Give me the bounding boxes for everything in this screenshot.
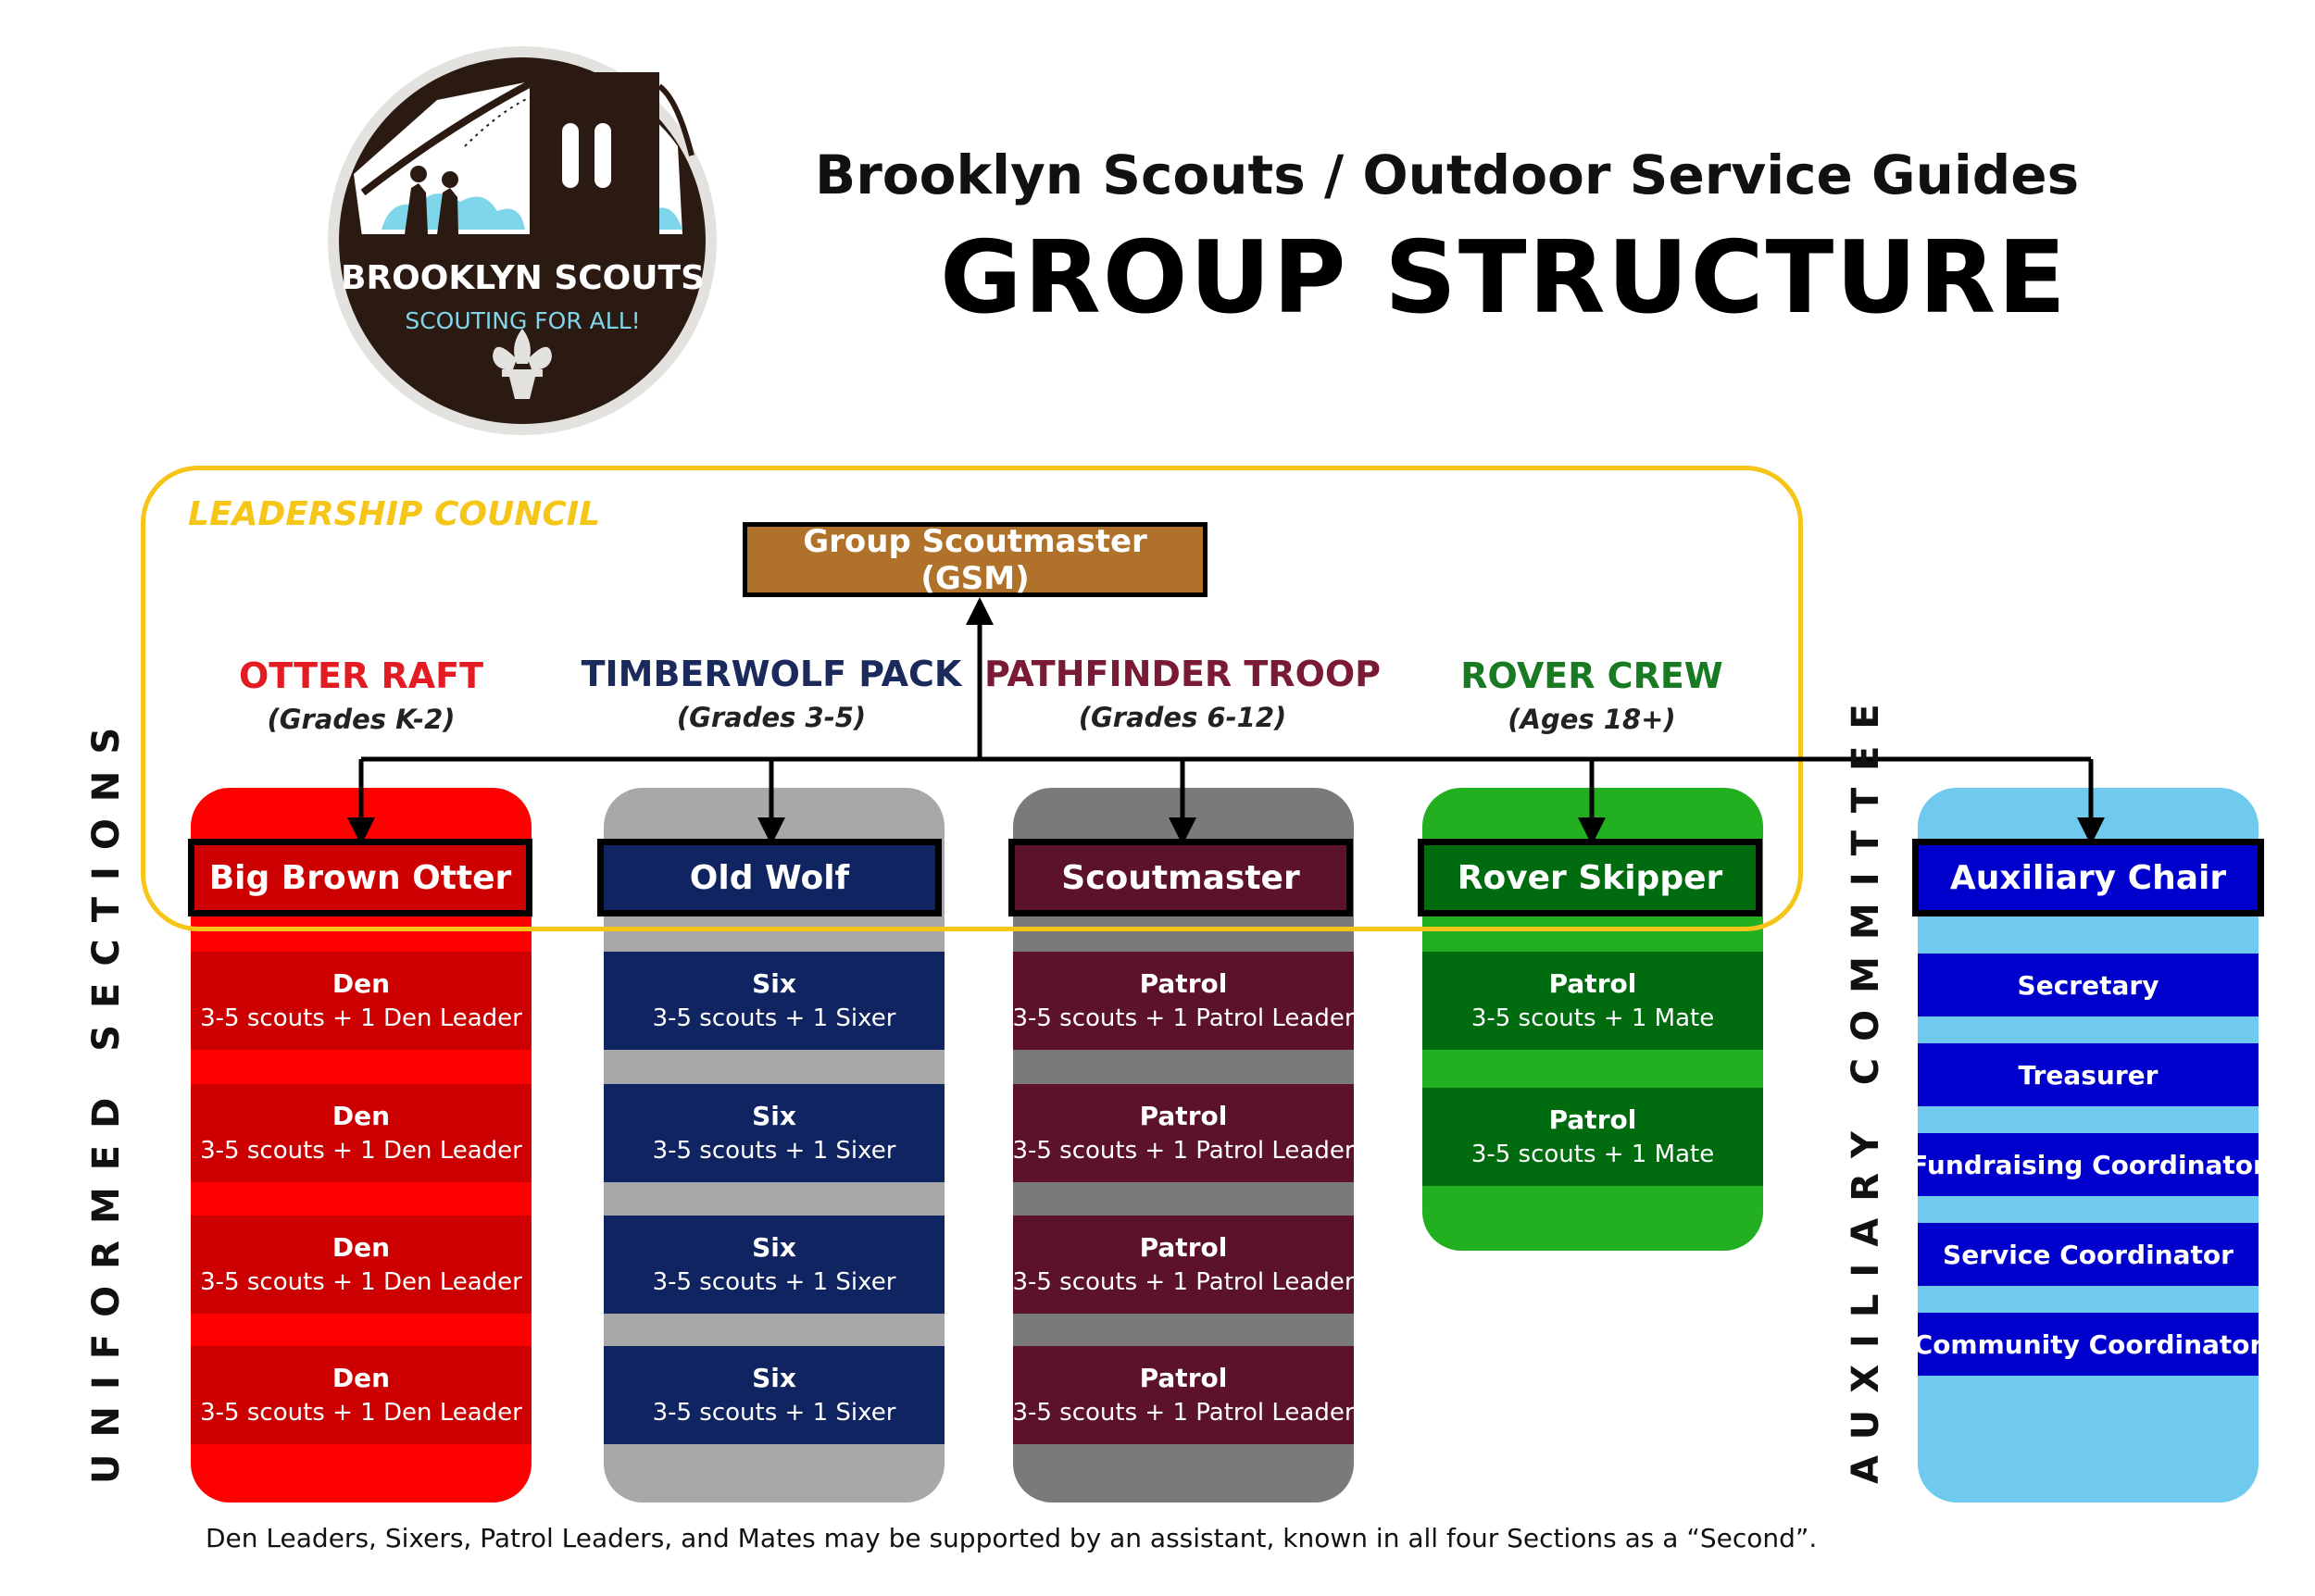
unit-box: Patrol 3-5 scouts + 1 Patrol Leader <box>1012 952 1355 1050</box>
aux-member-secretary: Secretary <box>1918 954 2259 1016</box>
auxiliary-committee-label: AUXILIARY COMMITTEE <box>1845 687 1887 1484</box>
unit-box: Den 3-5 scouts + 1 Den Leader <box>191 952 532 1050</box>
unit-title: Den <box>332 968 391 999</box>
unit-description: 3-5 scouts + 1 Patrol Leader <box>1012 1004 1355 1032</box>
section-title-pathfinder-troop: PATHFINDER TROOP <box>983 654 1382 694</box>
unit-box: Six 3-5 scouts + 1 Sixer <box>604 1346 945 1444</box>
unit-title: Patrol <box>1139 1363 1228 1393</box>
aux-member-treasurer: Treasurer <box>1918 1043 2259 1106</box>
unit-description: 3-5 scouts + 1 Sixer <box>652 1268 896 1296</box>
unit-title: Patrol <box>1139 968 1228 999</box>
unit-box: Den 3-5 scouts + 1 Den Leader <box>191 1346 532 1444</box>
unit-title: Six <box>752 1232 796 1263</box>
leader-box-scoutmaster: Scoutmaster <box>1008 839 1353 916</box>
section-ages-rover-crew: (Ages 18+) <box>1508 704 1676 735</box>
unit-title: Six <box>752 1363 796 1393</box>
section-title-timberwolf-pack: TIMBERWOLF PACK <box>581 654 962 694</box>
unit-description: 3-5 scouts + 1 Den Leader <box>200 1399 522 1427</box>
page-title: GROUP STRUCTURE <box>940 220 2068 336</box>
section-title-otter-raft: OTTER RAFT <box>238 655 483 696</box>
brooklyn-scouts-logo: BROOKLYN SCOUTS SCOUTING FOR ALL! <box>326 44 720 438</box>
leadership-council-frame <box>141 466 1803 931</box>
page-subtitle: Brooklyn Scouts / Outdoor Service Guides <box>815 143 2080 206</box>
leadership-council-label: LEADERSHIP COUNCIL <box>188 495 601 533</box>
unit-box: Six 3-5 scouts + 1 Sixer <box>604 1216 945 1314</box>
unit-box: Patrol 3-5 scouts + 1 Patrol Leader <box>1012 1216 1355 1314</box>
section-title-rover-crew: ROVER CREW <box>1460 655 1723 696</box>
unit-title: Patrol <box>1139 1101 1228 1131</box>
unit-title: Six <box>752 1101 796 1131</box>
logo-emblem-icon <box>328 46 717 435</box>
unit-description: 3-5 scouts + 1 Den Leader <box>200 1268 522 1296</box>
unit-description: 3-5 scouts + 1 Patrol Leader <box>1012 1268 1355 1296</box>
logo-name: BROOKLYN SCOUTS <box>341 259 705 297</box>
unit-description: 3-5 scouts + 1 Mate <box>1470 1004 1715 1032</box>
unit-description: 3-5 scouts + 1 Patrol Leader <box>1012 1137 1355 1165</box>
unit-box: Den 3-5 scouts + 1 Den Leader <box>191 1084 532 1182</box>
unit-box: Patrol 3-5 scouts + 1 Mate <box>1422 1088 1763 1186</box>
aux-member-fundraising-coordinator: Fundraising Coordinator <box>1910 1133 2266 1196</box>
unit-description: 3-5 scouts + 1 Sixer <box>652 1004 896 1032</box>
unit-description: 3-5 scouts + 1 Mate <box>1470 1141 1715 1168</box>
unit-description: 3-5 scouts + 1 Sixer <box>652 1399 896 1427</box>
unit-title: Den <box>332 1232 391 1263</box>
aux-member-service-coordinator: Service Coordinator <box>1918 1223 2259 1286</box>
unit-description: 3-5 scouts + 1 Sixer <box>652 1137 896 1165</box>
unit-title: Patrol <box>1548 968 1637 999</box>
unit-title: Den <box>332 1101 391 1131</box>
leader-box-auxiliary-chair: Auxiliary Chair <box>1912 839 2264 916</box>
footnote: Den Leaders, Sixers, Patrol Leaders, and… <box>206 1523 1818 1553</box>
section-ages-otter-raft: (Grades K-2) <box>267 704 456 735</box>
group-scoutmaster-box: Group Scoutmaster (GSM) <box>743 522 1208 597</box>
unit-box: Patrol 3-5 scouts + 1 Mate <box>1422 952 1763 1050</box>
unit-description: 3-5 scouts + 1 Den Leader <box>200 1137 522 1165</box>
uniformed-sections-label: UNIFORMED SECTIONS <box>85 710 128 1484</box>
unit-title: Patrol <box>1139 1232 1228 1263</box>
logo-tagline: SCOUTING FOR ALL! <box>405 307 641 334</box>
leader-box-old-wolf: Old Wolf <box>597 839 942 916</box>
unit-box: Den 3-5 scouts + 1 Den Leader <box>191 1216 532 1314</box>
unit-description: 3-5 scouts + 1 Patrol Leader <box>1012 1399 1355 1427</box>
unit-title: Den <box>332 1363 391 1393</box>
unit-box: Patrol 3-5 scouts + 1 Patrol Leader <box>1012 1346 1355 1444</box>
leader-box-big-brown-otter: Big Brown Otter <box>188 839 532 916</box>
unit-description: 3-5 scouts + 1 Den Leader <box>200 1004 522 1032</box>
section-ages-pathfinder-troop: (Grades 6-12) <box>1078 702 1287 733</box>
unit-title: Patrol <box>1548 1104 1637 1135</box>
unit-box: Patrol 3-5 scouts + 1 Patrol Leader <box>1012 1084 1355 1182</box>
unit-box: Six 3-5 scouts + 1 Sixer <box>604 952 945 1050</box>
aux-member-community-coordinator: Community Coordinator <box>1914 1313 2262 1376</box>
unit-box: Six 3-5 scouts + 1 Sixer <box>604 1084 945 1182</box>
unit-title: Six <box>752 968 796 999</box>
leader-box-rover-skipper: Rover Skipper <box>1418 839 1762 916</box>
section-ages-timberwolf-pack: (Grades 3-5) <box>676 702 867 733</box>
